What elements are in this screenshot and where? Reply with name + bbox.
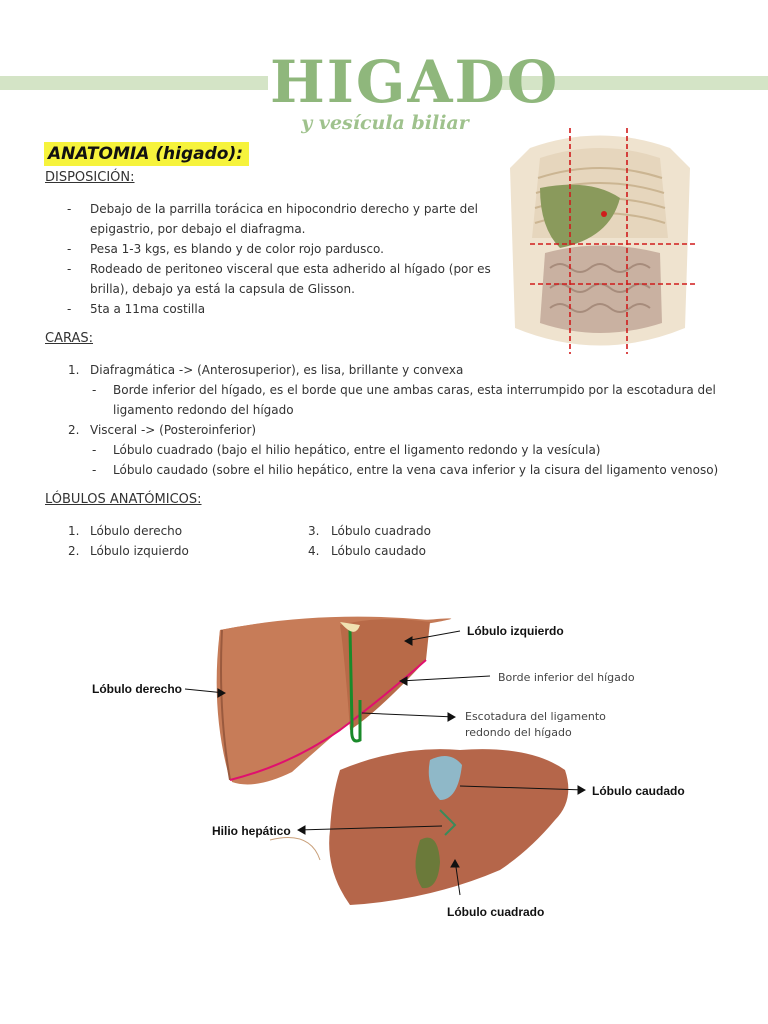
bullet-dash: -	[92, 443, 97, 457]
section-heading-anatomia: ANATOMIA (higado):	[44, 142, 250, 166]
bullet-dash: -	[67, 302, 72, 316]
bullet-dash: -	[67, 262, 72, 276]
bullet-dash: -	[92, 383, 97, 397]
label-lobulo-derecho: Lóbulo derecho	[92, 682, 182, 696]
bullet-dash: -	[92, 463, 97, 477]
label-hilio-hepatico: Hilio hepático	[212, 824, 291, 838]
list-item: Pesa 1-3 kgs, es blando y de color rojo …	[90, 242, 384, 256]
list-number: 4.	[308, 544, 320, 558]
header-band-right	[497, 76, 768, 90]
list-item: ligamento redondo del hígado	[113, 403, 294, 417]
label-lobulo-caudado: Lóbulo caudado	[592, 784, 685, 798]
list-item: Rodeado de peritoneo visceral que esta a…	[90, 262, 491, 276]
list-item: Lóbulo izquierdo	[90, 544, 189, 558]
list-item: Lóbulo cuadrado	[331, 524, 431, 538]
list-number: 2.	[68, 423, 80, 437]
heading-caras: CARAS:	[45, 331, 94, 346]
label-borde-inferior: Borde inferior del hígado	[498, 671, 635, 684]
liver-illustration	[216, 616, 569, 905]
list-number: 3.	[308, 524, 320, 538]
header-band-left	[0, 76, 268, 90]
list-item: epigastrio, por debajo el diafragma.	[90, 222, 306, 236]
list-item: Lóbulo derecho	[90, 524, 183, 538]
list-item: brilla), debajo ya está la capsula de Gl…	[90, 282, 355, 296]
list-item: Visceral -> (Posteroinferior)	[90, 423, 257, 437]
list-item: Debajo de la parrilla torácica en hipoco…	[90, 202, 478, 216]
list-item: Diafragmática -> (Anterosuperior), es li…	[90, 363, 464, 377]
list-item: Lóbulo cuadrado (bajo el hilio hepático,…	[113, 443, 601, 457]
torso-illustration	[510, 128, 695, 354]
list-number: 1.	[68, 363, 80, 377]
label-lobulo-cuadrado: Lóbulo cuadrado	[447, 905, 545, 919]
list-item: Lóbulo caudado (sobre el hilio hepático,…	[113, 463, 719, 477]
page-title: HIGADO	[270, 48, 560, 116]
heading-disposicion: DISPOSICIÓN:	[45, 170, 135, 185]
heading-lobulos: LÓBULOS ANATÓMICOS:	[45, 492, 202, 507]
list-number: 1.	[68, 524, 80, 538]
label-escotadura-1: Escotadura del ligamento	[465, 710, 606, 723]
label-lobulo-izquierdo: Lóbulo izquierdo	[467, 624, 564, 638]
bullet-dash: -	[67, 202, 72, 216]
list-number: 2.	[68, 544, 80, 558]
bullet-dash: -	[67, 242, 72, 256]
page-subtitle: y vesícula biliar	[301, 112, 469, 134]
list-item: 5ta a 11ma costilla	[90, 302, 206, 316]
label-escotadura-2: redondo del hígado	[465, 726, 572, 739]
list-item: Borde inferior del hígado, es el borde q…	[113, 383, 716, 397]
list-item: Lóbulo caudado	[331, 544, 427, 558]
